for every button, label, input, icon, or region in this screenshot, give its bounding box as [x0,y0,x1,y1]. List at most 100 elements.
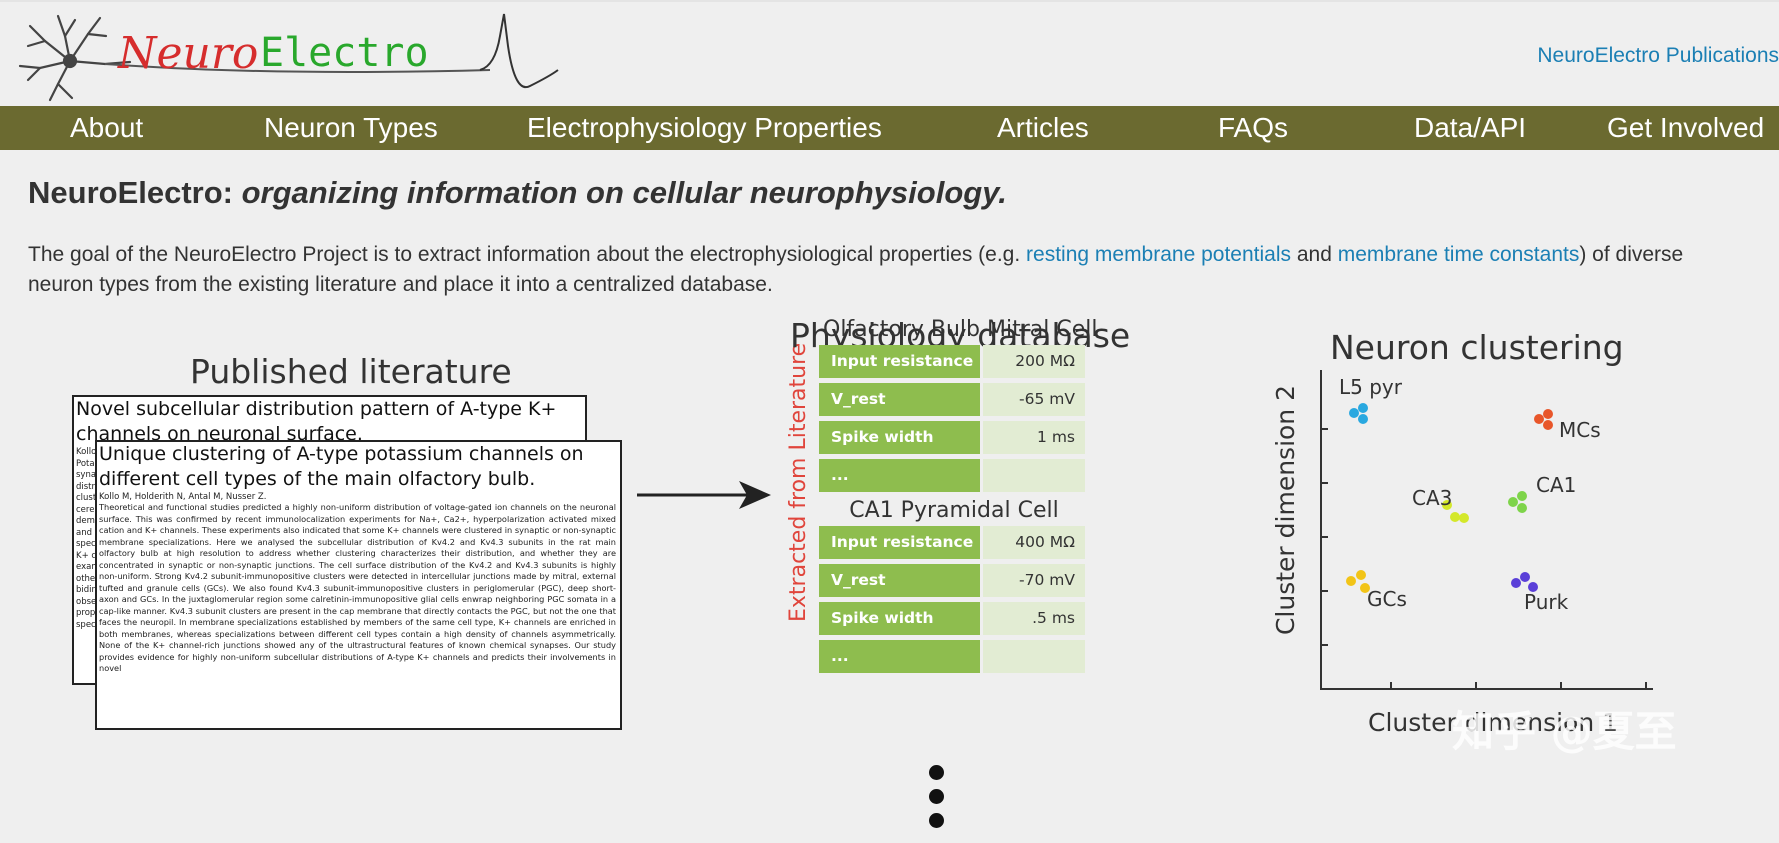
article-back-line: bidin [76,585,97,595]
logo-electro: Electro [260,30,429,76]
nav-articles[interactable]: Articles [997,112,1089,143]
cluster-point [1356,570,1366,580]
article-back-line: K+ ch [76,550,102,561]
db-row: Spike width.5 ms [819,602,1085,635]
publications-link[interactable]: NeuroElectro Publications [1537,44,1779,67]
db-property: V_rest [819,564,980,597]
cluster-label: CA1 [1536,473,1576,497]
db-row: ... [819,459,1085,492]
db-property: ... [819,459,980,492]
article-back-line: distri [76,481,98,492]
resting-potential-link[interactable]: resting membrane potentials [1026,243,1292,266]
nav-data-api[interactable]: Data/API [1414,112,1527,143]
cluster-point [1528,582,1538,592]
page-title: NeuroElectro: organizing information on … [28,175,1007,211]
cluster-point [1442,500,1452,510]
article-back-line: synap [76,470,102,480]
cluster-axes [1320,370,1653,690]
cluster-point [1508,497,1518,507]
article-back-line: prop [76,608,96,618]
db-property: Spike width [819,421,980,454]
cluster-label: CA3 [1412,486,1452,510]
cluster-point [1346,576,1356,586]
cluster-point [1450,512,1460,522]
nav-faqs[interactable]: FAQs [1218,112,1289,143]
db-value [983,459,1085,492]
cluster-point [1534,414,1544,424]
nav-ephys-props[interactable]: Electrophysiology Properties [527,112,882,143]
db-row: V_rest-70 mV [819,564,1085,597]
cluster-point [1349,408,1359,418]
article-front-abstract: Theoretical and functional studies predi… [99,502,616,673]
cluster-xlabel: Cluster dimension 1 [1368,708,1619,737]
nav-neuron-types[interactable]: Neuron Types [264,112,438,143]
intro-text-2: and [1291,243,1338,266]
arrow-right-icon [637,481,771,509]
cluster-point [1543,420,1553,430]
cluster-label: GCs [1367,587,1407,611]
db-cell-name: CA1 Pyramidal Cell [849,498,1059,523]
more-dots-icon [929,765,944,828]
cluster-point [1517,491,1527,501]
cluster-point [1543,409,1553,419]
cluster-label: Purk [1524,590,1569,614]
overview-figure: Published literature Novel subcellular d… [0,310,1779,843]
db-value: 400 MΩ [983,526,1085,559]
cluster-point [1358,414,1368,424]
cluster-ylabel: Cluster dimension 2 [1271,384,1300,636]
db-value: .5 ms [983,602,1085,635]
db-row: V_rest-65 mV [819,383,1085,416]
article-back-line: and a [76,527,100,538]
article-back-line: demo [76,516,101,526]
db-property: Input resistance [819,345,980,378]
cluster-point [1360,583,1370,593]
nav-get-involved[interactable]: Get Involved [1607,112,1765,143]
main-nav: About Neuron Types Electrophysiology Pro… [0,106,1779,150]
cluster-point [1358,403,1368,413]
neuron-logo-icon [18,14,132,102]
title-plain: NeuroElectro: [28,175,242,210]
article-front-authors: Kollo M, Holderith N, Antal M, Nusser Z. [99,492,267,502]
cluster-label: L5 pyr [1339,375,1403,399]
title-italic: organizing information on cellular neuro… [241,175,1007,210]
article-back-line: Kollo [76,447,97,457]
db-value: -65 mV [983,383,1085,416]
site-header: Neuro Electro NeuroElectro Publications [0,0,1779,106]
intro-text-1: The goal of the NeuroElectro Project is … [28,243,1027,266]
article-front-title: Unique clustering of A-type potassium ch… [99,443,584,490]
neuroelectro-logo[interactable]: Neuro Electro [10,6,570,106]
axon-line [104,63,491,73]
article-back-line: Potas [76,458,99,469]
db-value: -70 mV [983,564,1085,597]
spike-trace [479,13,559,89]
article-back-line: clust [76,493,97,503]
time-constant-link[interactable]: membrane time constants [1337,243,1580,266]
db-value: 200 MΩ [983,345,1085,378]
db-cell-name: Olfactory Bulb Mitral Cell [823,317,1098,342]
article-back-line: cereb [76,504,100,515]
article-back-line: obse [76,596,97,607]
intro-paragraph: The goal of the NeuroElectro Project is … [28,240,1748,300]
nav-about[interactable]: About [70,112,144,143]
article-back-line: exam [76,562,100,572]
db-property: V_rest [819,383,980,416]
article-back-line: other [76,573,99,584]
article-back-line: speci [76,619,99,630]
logo-neuro: Neuro [117,28,258,79]
article-front: Unique clustering of A-type potassium ch… [95,440,622,730]
cluster-point [1517,503,1527,513]
cluster-point [1511,578,1521,588]
intro-text-3: ) of diverse neuron types from the exist… [28,243,1684,296]
db-row: ... [819,640,1085,673]
db-property: Input resistance [819,526,980,559]
db-value: 1 ms [983,421,1085,454]
article-back-title: Novel subcellular distribution pattern o… [76,398,557,445]
db-property: Spike width [819,602,980,635]
extracted-label: Extracted from Literature [786,342,811,622]
cluster-label: MCs [1559,418,1601,442]
